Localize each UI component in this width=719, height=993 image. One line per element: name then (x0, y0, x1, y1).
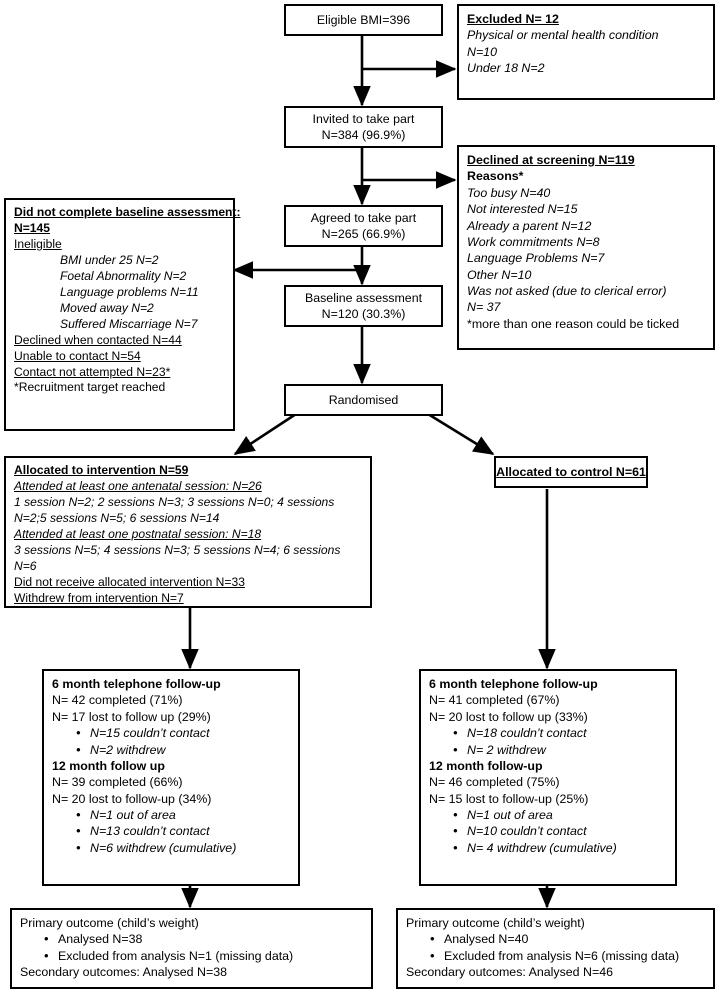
node-followup-control: 6 month telephone follow-up N= 41 comple… (419, 669, 677, 886)
declined-reason-3: Work commitments N=8 (467, 234, 600, 249)
alloc-int-withdrew: Withdrew from intervention N=7 (14, 590, 184, 605)
fu-int-6m-bullets: N=15 couldn’t contact N=2 withdrew (52, 724, 291, 758)
fu-int-6m-heading: 6 month telephone follow-up (52, 677, 221, 691)
list-item: N=13 couldn’t contact (76, 822, 291, 840)
alloc-int-heading: Allocated to intervention N=59 (14, 463, 189, 477)
not-baseline-heading: Did not complete baseline assessment: (14, 205, 241, 219)
declined-reason-4: Language Problems N=7 (467, 251, 605, 266)
alloc-int-postnatal-detail-1: N=6 (14, 558, 37, 573)
excluded-item-1: N=10 (467, 44, 497, 59)
out-int-secondary: Secondary outcomes: Analysed N=38 (20, 965, 227, 980)
agreed-label: Agreed to take part (310, 210, 417, 225)
node-invited: Invited to take part N=384 (96.9%) (284, 106, 443, 148)
node-outcome-control: Primary outcome (child’s weight) Analyse… (396, 908, 715, 989)
node-outcome-intervention: Primary outcome (child’s weight) Analyse… (10, 908, 373, 989)
fu-ctrl-6m-bullets: N=18 couldn’t contact N= 2 withdrew (429, 724, 668, 758)
not-baseline-footnote: *Recruitment target reached (14, 380, 166, 395)
list-item: N=6 withdrew (cumulative) (76, 839, 291, 857)
alloc-ctrl-heading: Allocated to control N=61 (496, 464, 646, 479)
node-followup-intervention: 6 month telephone follow-up N= 42 comple… (42, 669, 300, 886)
not-baseline-reason-1: Foetal Abnormality N=2 (60, 268, 187, 283)
baseline-count: N=120 (30.3%) (321, 307, 406, 321)
not-baseline-reason-3: Moved away N=2 (60, 300, 154, 315)
list-item: Analysed N=38 (44, 930, 364, 948)
declined-subheading: Reasons* (467, 169, 524, 184)
node-declined-screening: Declined at screening N=119 Reasons* Too… (457, 145, 715, 350)
declined-heading: Declined at screening N=119 (467, 153, 635, 167)
node-allocated-control: Allocated to control N=61 (494, 456, 648, 488)
node-allocated-intervention: Allocated to intervention N=59 Attended … (4, 456, 372, 608)
alloc-int-antenatal-detail-1: N=2;5 sessions N=5; 6 sessions N=14 (14, 510, 220, 525)
list-item: N=2 withdrew (76, 740, 291, 758)
baseline-label: Baseline assessment (304, 290, 423, 305)
not-baseline-extra-0: Declined when contacted N=44 (14, 332, 182, 347)
declined-reason-1: Not interested N=15 (467, 202, 578, 217)
fu-ctrl-6m-heading: 6 month telephone follow-up (429, 677, 598, 691)
declined-reason-2: Already a parent N=12 (467, 218, 592, 233)
list-item: N=15 couldn’t contact (76, 724, 291, 742)
out-ctrl-heading: Primary outcome (child’s weight) (406, 916, 585, 930)
alloc-int-not-received: Did not receive allocated intervention N… (14, 574, 245, 589)
node-baseline: Baseline assessment N=120 (30.3%) (284, 285, 443, 327)
node-randomised: Randomised (284, 384, 443, 416)
declined-footnote: *more than one reason could be ticked (467, 316, 680, 331)
node-eligible: Eligible BMI=396 (284, 4, 443, 36)
invited-count: N=384 (96.9%) (321, 128, 406, 142)
list-item: N=18 couldn’t contact (453, 724, 668, 742)
not-baseline-extra-1: Unable to contact N=54 (14, 348, 141, 363)
not-baseline-extra-2: Contact not attempted N=23* (14, 364, 171, 379)
fu-ctrl-6m-line-0: N= 41 completed (67%) (429, 693, 560, 708)
list-item: N=1 out of area (76, 806, 291, 824)
declined-reason-5: Other N=10 (467, 267, 532, 282)
fu-ctrl-12m-line-1: N= 15 lost to follow-up (25%) (429, 791, 589, 806)
fu-int-12m-heading: 12 month follow up (52, 758, 165, 773)
out-ctrl-bullets: Analysed N=40 Excluded from analysis N=6… (406, 930, 706, 965)
fu-int-12m-line-1: N= 20 lost to follow-up (34%) (52, 791, 212, 806)
list-item: Excluded from analysis N=1 (missing data… (44, 947, 364, 965)
fu-ctrl-12m-heading: 12 month follow-up (429, 758, 543, 773)
not-baseline-total: N=145 (14, 220, 50, 235)
list-item: Analysed N=40 (430, 930, 706, 948)
eligible-label: Eligible BMI=396 (316, 12, 411, 27)
agreed-count: N=265 (66.9%) (321, 227, 406, 241)
list-item: N=10 couldn’t contact (453, 822, 668, 840)
fu-ctrl-12m-bullets: N=1 out of area N=10 couldn’t contact N=… (429, 806, 668, 857)
fu-ctrl-12m-line-0: N= 46 completed (75%) (429, 775, 560, 790)
excluded-item-0: Physical or mental health condition (467, 28, 659, 43)
list-item: Excluded from analysis N=6 (missing data… (430, 947, 706, 965)
excluded-item-2: Under 18 N=2 (467, 61, 545, 76)
out-ctrl-secondary: Secondary outcomes: Analysed N=46 (406, 965, 613, 980)
list-item: N= 4 withdrew (cumulative) (453, 839, 668, 857)
out-int-heading: Primary outcome (child’s weight) (20, 916, 199, 930)
alloc-int-antenatal-heading: Attended at least one antenatal session:… (14, 478, 262, 493)
not-baseline-subheading: Ineligible (14, 236, 62, 251)
randomised-label: Randomised (328, 392, 399, 407)
out-int-bullets: Analysed N=38 Excluded from analysis N=1… (20, 930, 364, 965)
node-excluded: Excluded N= 12 Physical or mental health… (457, 4, 715, 100)
excluded-heading: Excluded N= 12 (467, 12, 559, 26)
alloc-int-postnatal-detail-0: 3 sessions N=5; 4 sessions N=3; 5 sessio… (14, 542, 341, 557)
node-agreed: Agreed to take part N=265 (66.9%) (284, 205, 443, 247)
not-baseline-reason-2: Language problems N=11 (60, 284, 199, 299)
fu-int-12m-line-0: N= 39 completed (66%) (52, 775, 183, 790)
alloc-int-postnatal-heading: Attended at least one postnatal session:… (14, 526, 262, 541)
not-baseline-reason-4: Suffered Miscarriage N=7 (60, 316, 198, 331)
fu-int-12m-bullets: N=1 out of area N=13 couldn’t contact N=… (52, 806, 291, 857)
declined-reason-7: N= 37 (467, 300, 501, 315)
declined-reason-6: Was not asked (due to clerical error) (467, 284, 667, 298)
fu-int-6m-line-0: N= 42 completed (71%) (52, 693, 183, 708)
alloc-int-antenatal-detail-0: 1 session N=2; 2 sessions N=3; 3 session… (14, 494, 335, 509)
fu-ctrl-6m-line-1: N= 20 lost to follow up (33%) (429, 709, 588, 724)
invited-label: Invited to take part (312, 111, 415, 126)
node-not-completed-baseline: Did not complete baseline assessment: N=… (4, 198, 241, 431)
list-item: N=1 out of area (453, 806, 668, 824)
not-baseline-reason-0: BMI under 25 N=2 (60, 252, 159, 267)
list-item: N= 2 withdrew (453, 740, 668, 758)
fu-int-6m-line-1: N= 17 lost to follow up (29%) (52, 709, 211, 724)
declined-reason-0: Too busy N=40 (467, 185, 551, 200)
